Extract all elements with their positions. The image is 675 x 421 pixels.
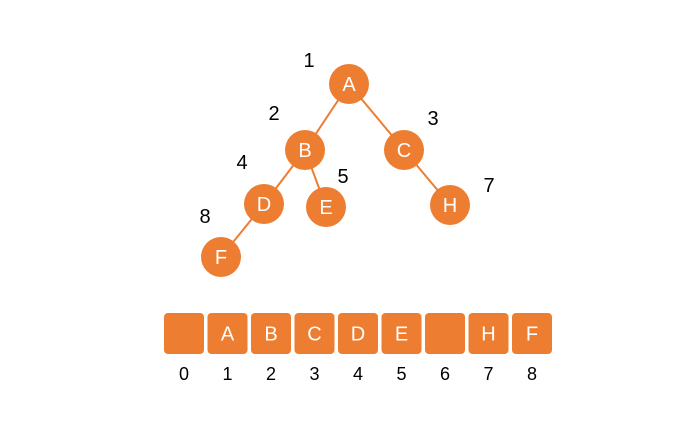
tree-node-h: H7 xyxy=(430,175,495,225)
array-cell-5: E5 xyxy=(381,313,422,384)
array-cell-4: D4 xyxy=(338,313,378,384)
tree-node-e: E5 xyxy=(306,166,349,227)
tree-node-b: B2 xyxy=(268,103,325,170)
tree-node-index-label: 2 xyxy=(268,103,279,125)
tree-node-circle xyxy=(201,237,241,277)
array-cell-index: 7 xyxy=(483,364,493,384)
tree-node-index-label: 4 xyxy=(236,152,247,174)
array-cell-8: F8 xyxy=(512,313,552,384)
array-cell-index: 6 xyxy=(440,364,450,384)
array-cell-value: F xyxy=(526,324,538,346)
tree-node-letter: H xyxy=(443,195,457,217)
tree-node-index-label: 1 xyxy=(303,50,314,72)
array-cell-2: B2 xyxy=(251,313,291,384)
array-cell-box xyxy=(381,313,422,354)
array-cell-index: 4 xyxy=(353,364,363,384)
array-cell-value: B xyxy=(264,324,277,346)
tree-node-circle xyxy=(244,184,284,224)
array-cell-index: 0 xyxy=(179,364,189,384)
array-cell-box xyxy=(164,313,204,354)
array-cell-6: 6 xyxy=(425,313,465,384)
array-cell-box xyxy=(294,313,335,354)
tree-node-letter: C xyxy=(397,140,411,162)
tree-node-a: A1 xyxy=(303,50,369,104)
tree-node-letter: D xyxy=(257,194,271,216)
tree-node-letter: F xyxy=(215,247,227,269)
array-cell-value: H xyxy=(481,324,495,346)
array-cell-3: C3 xyxy=(294,313,335,384)
tree-node-letter: B xyxy=(298,140,311,162)
tree-node-letter: E xyxy=(319,197,332,219)
tree-node-circle xyxy=(306,187,346,227)
tree-node-index-label: 7 xyxy=(483,175,494,197)
tree-node-c: C3 xyxy=(384,108,439,170)
tree-node-f: F8 xyxy=(199,206,241,277)
array-cell-value: A xyxy=(221,324,235,346)
array-cell-index: 2 xyxy=(266,364,276,384)
array-cell-index: 1 xyxy=(222,364,232,384)
array-cell-box xyxy=(251,313,291,354)
tree-node-index-label: 5 xyxy=(337,166,348,188)
array-cell-box xyxy=(207,313,248,354)
array-cell-value: C xyxy=(307,324,321,346)
tree-node-index-label: 3 xyxy=(427,108,438,130)
array-cell-index: 8 xyxy=(527,364,537,384)
tree-node-index-label: 8 xyxy=(199,206,210,228)
array-cell-box xyxy=(338,313,378,354)
array-cell-value: D xyxy=(351,324,365,346)
array-cell-index: 3 xyxy=(309,364,319,384)
array-cell-value: E xyxy=(395,324,408,346)
tree-node-circle xyxy=(329,64,369,104)
tree-node-d: D4 xyxy=(236,152,284,224)
tree-node-circle xyxy=(430,185,470,225)
array-cell-0: 0 xyxy=(164,313,204,384)
tree-node-letter: A xyxy=(342,74,356,96)
array-cell-index: 5 xyxy=(396,364,406,384)
tree-node-circle xyxy=(285,130,325,170)
array-cell-box xyxy=(512,313,552,354)
array-cell-7: H7 xyxy=(468,313,509,384)
array-cell-box xyxy=(468,313,509,354)
array-cell-box xyxy=(425,313,465,354)
array-cell-1: A1 xyxy=(207,313,248,384)
tree-node-circle xyxy=(384,130,424,170)
tree-edges xyxy=(220,83,451,258)
